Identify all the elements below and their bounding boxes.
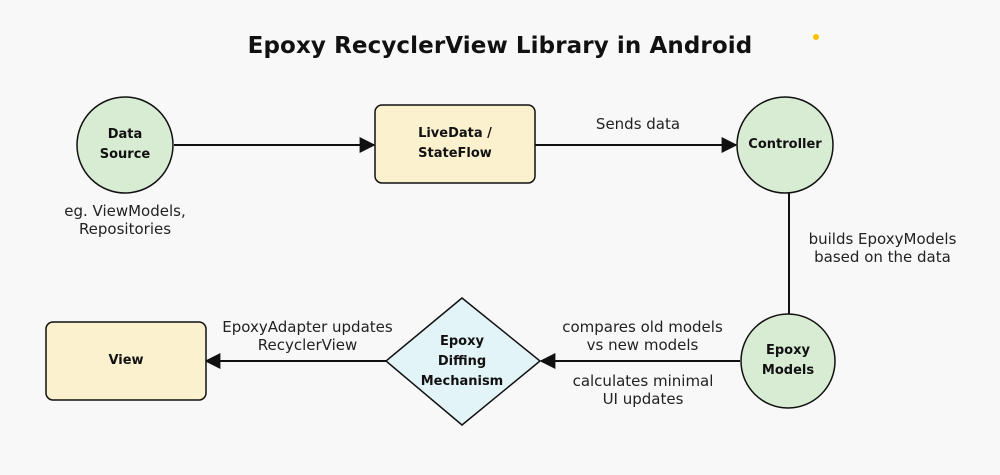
node-epoxy-models bbox=[740, 313, 836, 409]
diagram-title: Epoxy RecyclerView Library in Android bbox=[247, 33, 753, 59]
node-view bbox=[45, 321, 207, 401]
node-controller-label: Controller bbox=[748, 137, 822, 152]
node-livedata bbox=[374, 104, 536, 184]
edge-label-compares-models: compares old models vs new models bbox=[562, 318, 723, 354]
edge-label-builds-models: builds EpoxyModels based on the data bbox=[808, 230, 957, 266]
node-epoxy-models-label: Epoxy Models bbox=[761, 343, 815, 378]
accent-dot bbox=[813, 34, 819, 40]
edge-label-sends-data: Sends data bbox=[595, 115, 681, 133]
node-livedata-label: LiveData / StateFlow bbox=[418, 126, 492, 161]
edge-label-calculates-updates: calculates minimal UI updates bbox=[572, 372, 714, 408]
node-diffing-label: Epoxy Diffing Mechanism bbox=[420, 333, 504, 389]
node-controller bbox=[736, 96, 834, 194]
node-view-label: View bbox=[108, 353, 144, 368]
data-source-note: eg. ViewModels, Repositories bbox=[64, 202, 186, 238]
node-data-source bbox=[76, 96, 174, 194]
node-data-source-label: Data Source bbox=[99, 127, 151, 162]
edge-label-adapter-updates: EpoxyAdapter updates RecyclerView bbox=[222, 318, 393, 354]
node-diffing bbox=[384, 297, 542, 426]
